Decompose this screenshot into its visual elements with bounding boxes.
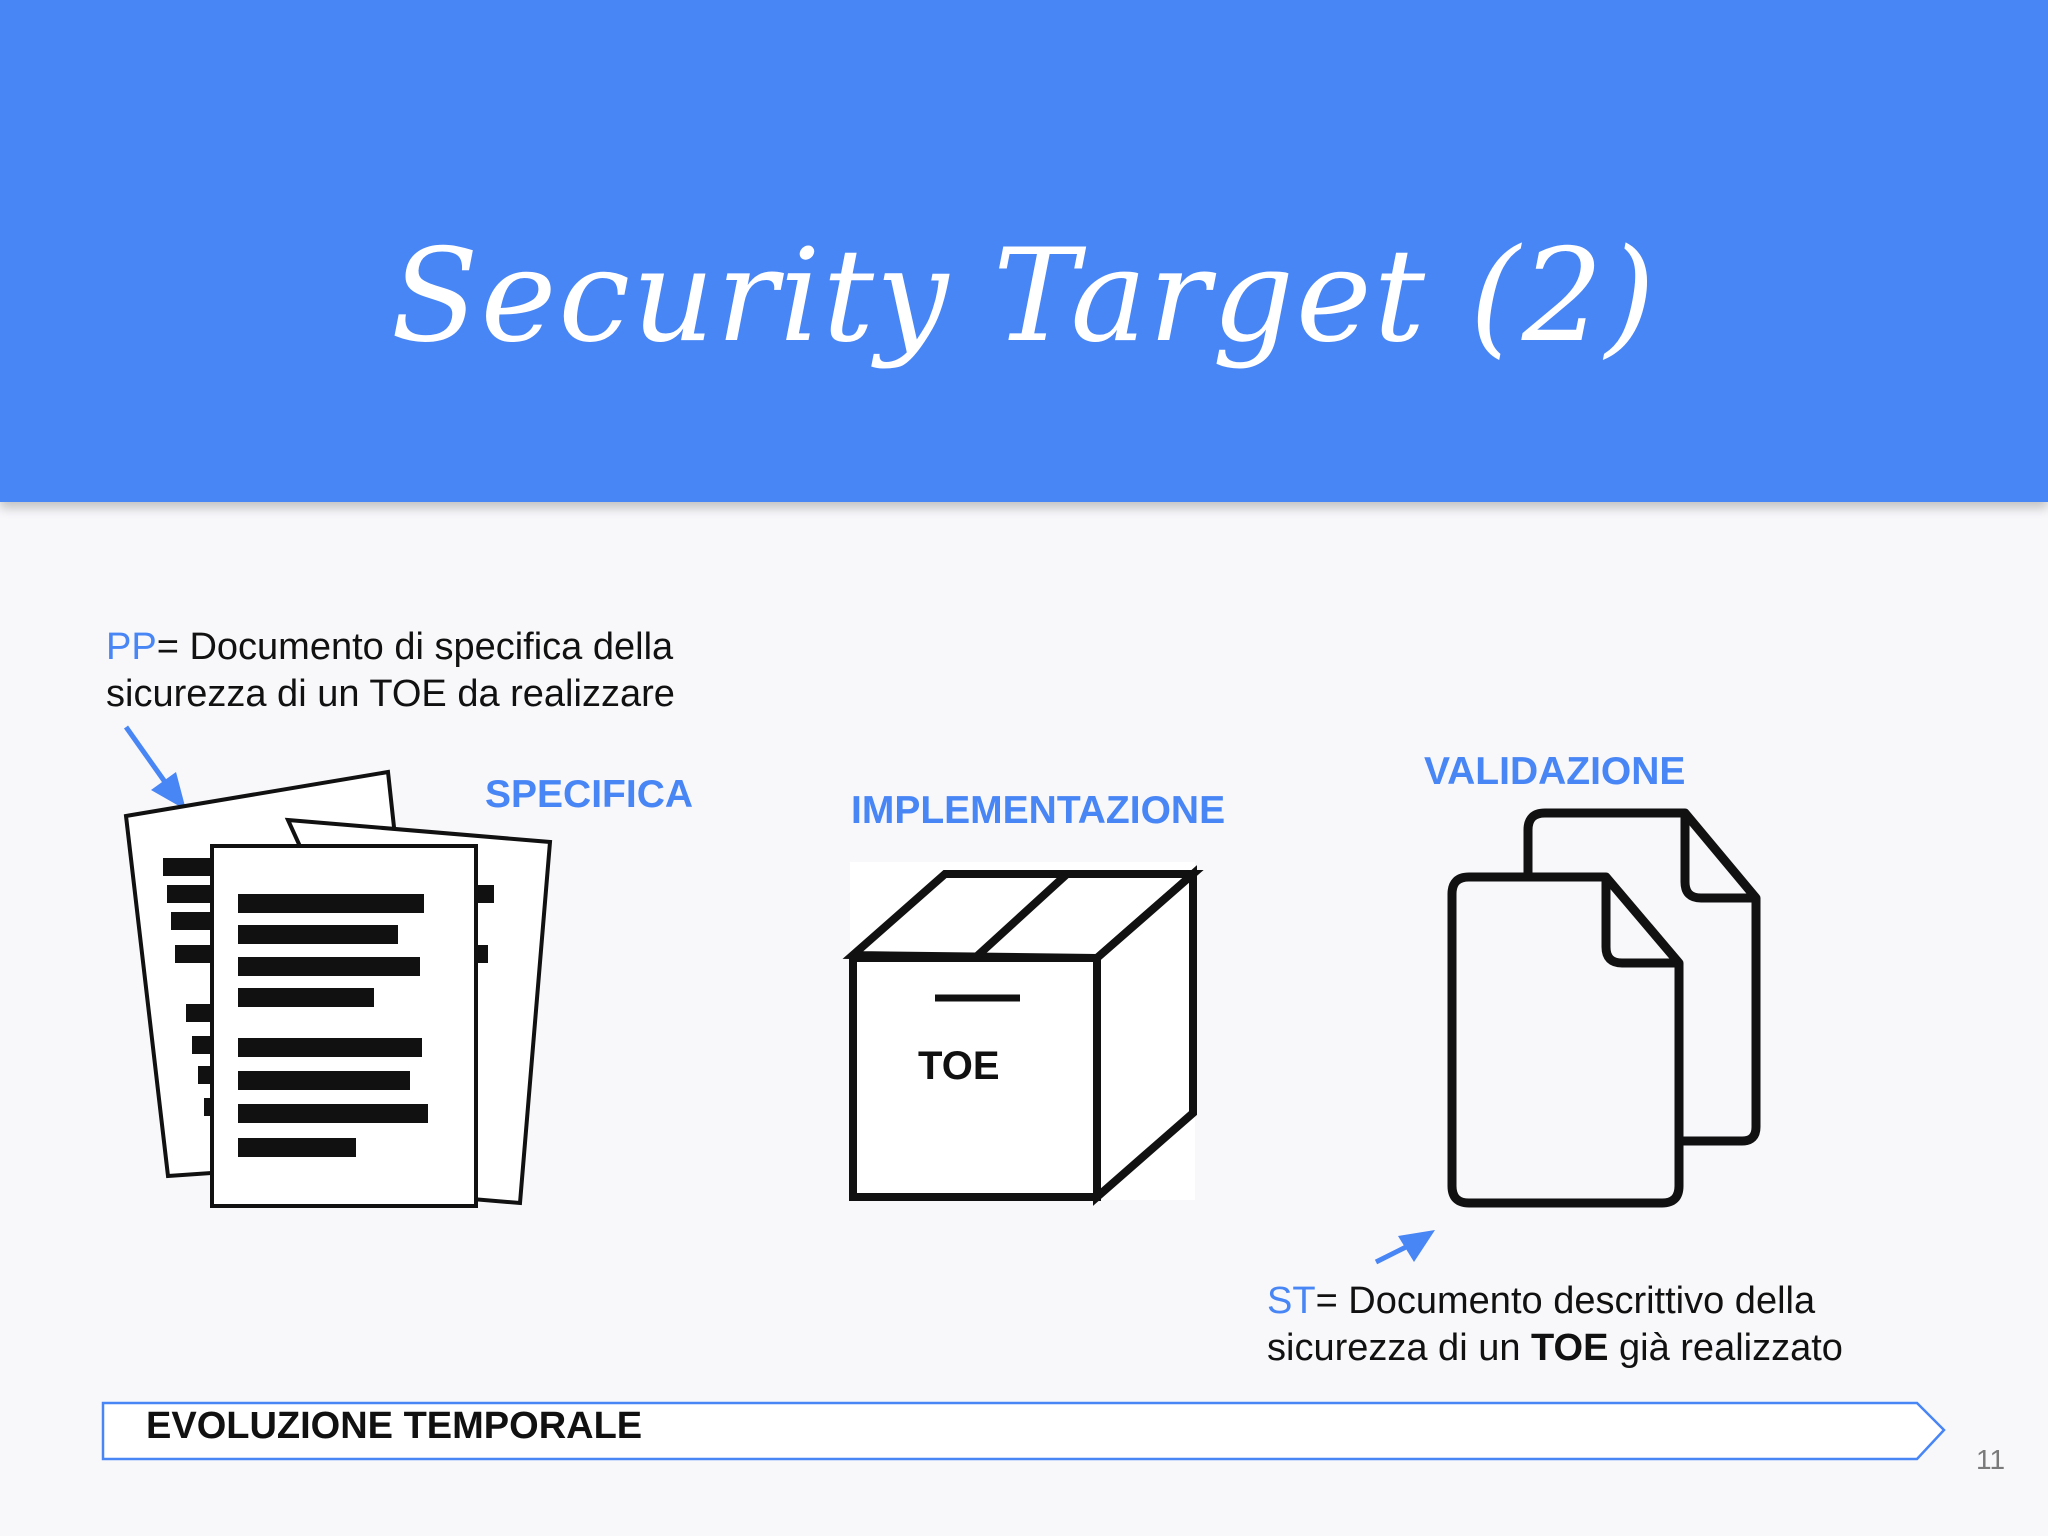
st-arrow-icon — [1374, 1230, 1435, 1265]
slide-title: Security Target (2) — [390, 222, 1658, 371]
st-note: ST= Documento descrittivo della sicurezz… — [1267, 1278, 1843, 1372]
pp-note: PP= Documento di specifica della sicurez… — [106, 624, 675, 718]
box-icon — [842, 862, 1204, 1206]
timeline-label: EVOLUZIONE TEMPORALE — [146, 1405, 643, 1447]
st-note-line1: ST= Documento descrittivo della — [1267, 1278, 1843, 1325]
timeline-arrow-icon — [101, 1401, 1946, 1461]
pp-note-line1: PP= Documento di specifica della — [106, 624, 675, 671]
page-number: 11 — [1976, 1444, 2006, 1475]
st-note-line1-text: = Documento descrittivo della — [1315, 1280, 1816, 1322]
st-note-line2-pre: sicurezza di un — [1267, 1327, 1532, 1369]
stage-specifica: SPECIFICA — [485, 773, 694, 816]
st-note-line2-post: già realizzato — [1608, 1327, 1843, 1369]
st-note-line2: sicurezza di un TOE già realizzato — [1267, 1325, 1843, 1372]
stage-implementazione: IMPLEMENTAZIONE — [851, 789, 1226, 832]
st-abbr: ST — [1267, 1280, 1316, 1322]
pp-note-line2: sicurezza di un TOE da realizzare — [106, 673, 675, 715]
two-files-icon — [1447, 808, 1761, 1208]
box-label: TOE — [918, 1044, 1000, 1088]
pp-arrow-icon — [123, 725, 186, 810]
slide-header: Security Target (2) — [0, 0, 2048, 502]
stacked-documents-icon — [123, 769, 553, 1208]
pp-note-line1-text: = Documento di specifica della — [156, 626, 674, 668]
stage-validazione: VALIDAZIONE — [1424, 750, 1686, 793]
pp-abbr: PP — [106, 626, 157, 668]
st-note-line2-bold: TOE — [1531, 1327, 1609, 1369]
